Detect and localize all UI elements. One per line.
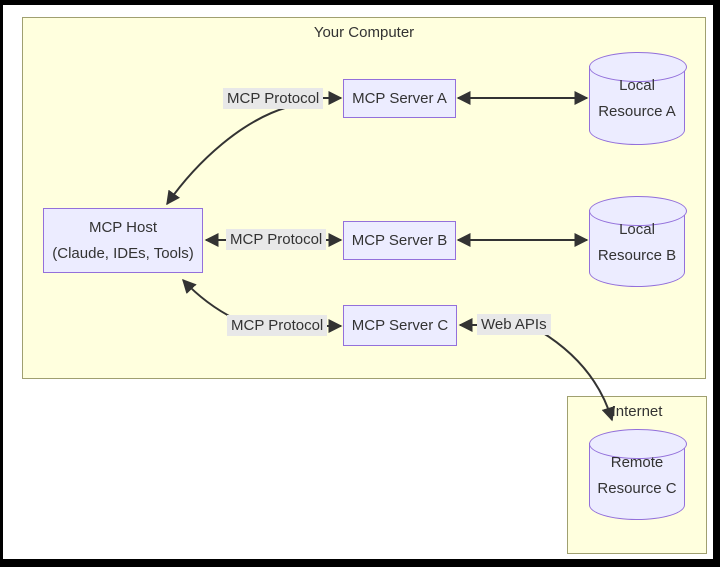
edge-protocol-c-to-host bbox=[182, 278, 236, 320]
local-resource-b-cylinder: Local Resource B bbox=[589, 196, 687, 287]
internet-title: Internet bbox=[611, 403, 663, 420]
edge-label-mcp-protocol-a: MCP Protocol bbox=[223, 88, 324, 109]
mcp-server-a-label: MCP Server A bbox=[352, 89, 447, 107]
mcp-host-line2: (Claude, IDEs, Tools) bbox=[52, 244, 194, 262]
your-computer-title: Your Computer bbox=[313, 24, 415, 41]
mcp-host-node: MCP Host (Claude, IDEs, Tools) bbox=[43, 208, 203, 273]
local-resource-a-cylinder: Local Resource A bbox=[589, 52, 687, 145]
local-resource-b-line1: Local bbox=[619, 221, 655, 238]
mcp-host-line1: MCP Host bbox=[88, 218, 158, 236]
local-resource-a-line1: Local bbox=[619, 77, 655, 94]
edge-protocol-a-to-host bbox=[166, 106, 289, 206]
mcp-server-c-label: MCP Server C bbox=[351, 316, 449, 334]
remote-resource-c-cylinder: Remote Resource C bbox=[589, 429, 687, 520]
mcp-server-b-label: MCP Server B bbox=[351, 231, 448, 249]
mcp-server-b-node: MCP Server B bbox=[343, 221, 456, 260]
mcp-server-a-node: MCP Server A bbox=[343, 79, 456, 118]
edge-web-apis-to-resource-c bbox=[539, 330, 616, 422]
mcp-server-c-node: MCP Server C bbox=[343, 305, 457, 346]
edge-label-web-apis: Web APIs bbox=[477, 314, 551, 335]
remote-resource-c-line1: Remote bbox=[610, 454, 664, 471]
local-resource-b-line2: Resource B bbox=[597, 247, 677, 264]
edge-label-mcp-protocol-c: MCP Protocol bbox=[227, 315, 328, 336]
local-resource-a-line2: Resource A bbox=[598, 103, 676, 120]
edge-label-mcp-protocol-b: MCP Protocol bbox=[226, 229, 327, 250]
remote-resource-c-line2: Resource C bbox=[597, 480, 677, 497]
